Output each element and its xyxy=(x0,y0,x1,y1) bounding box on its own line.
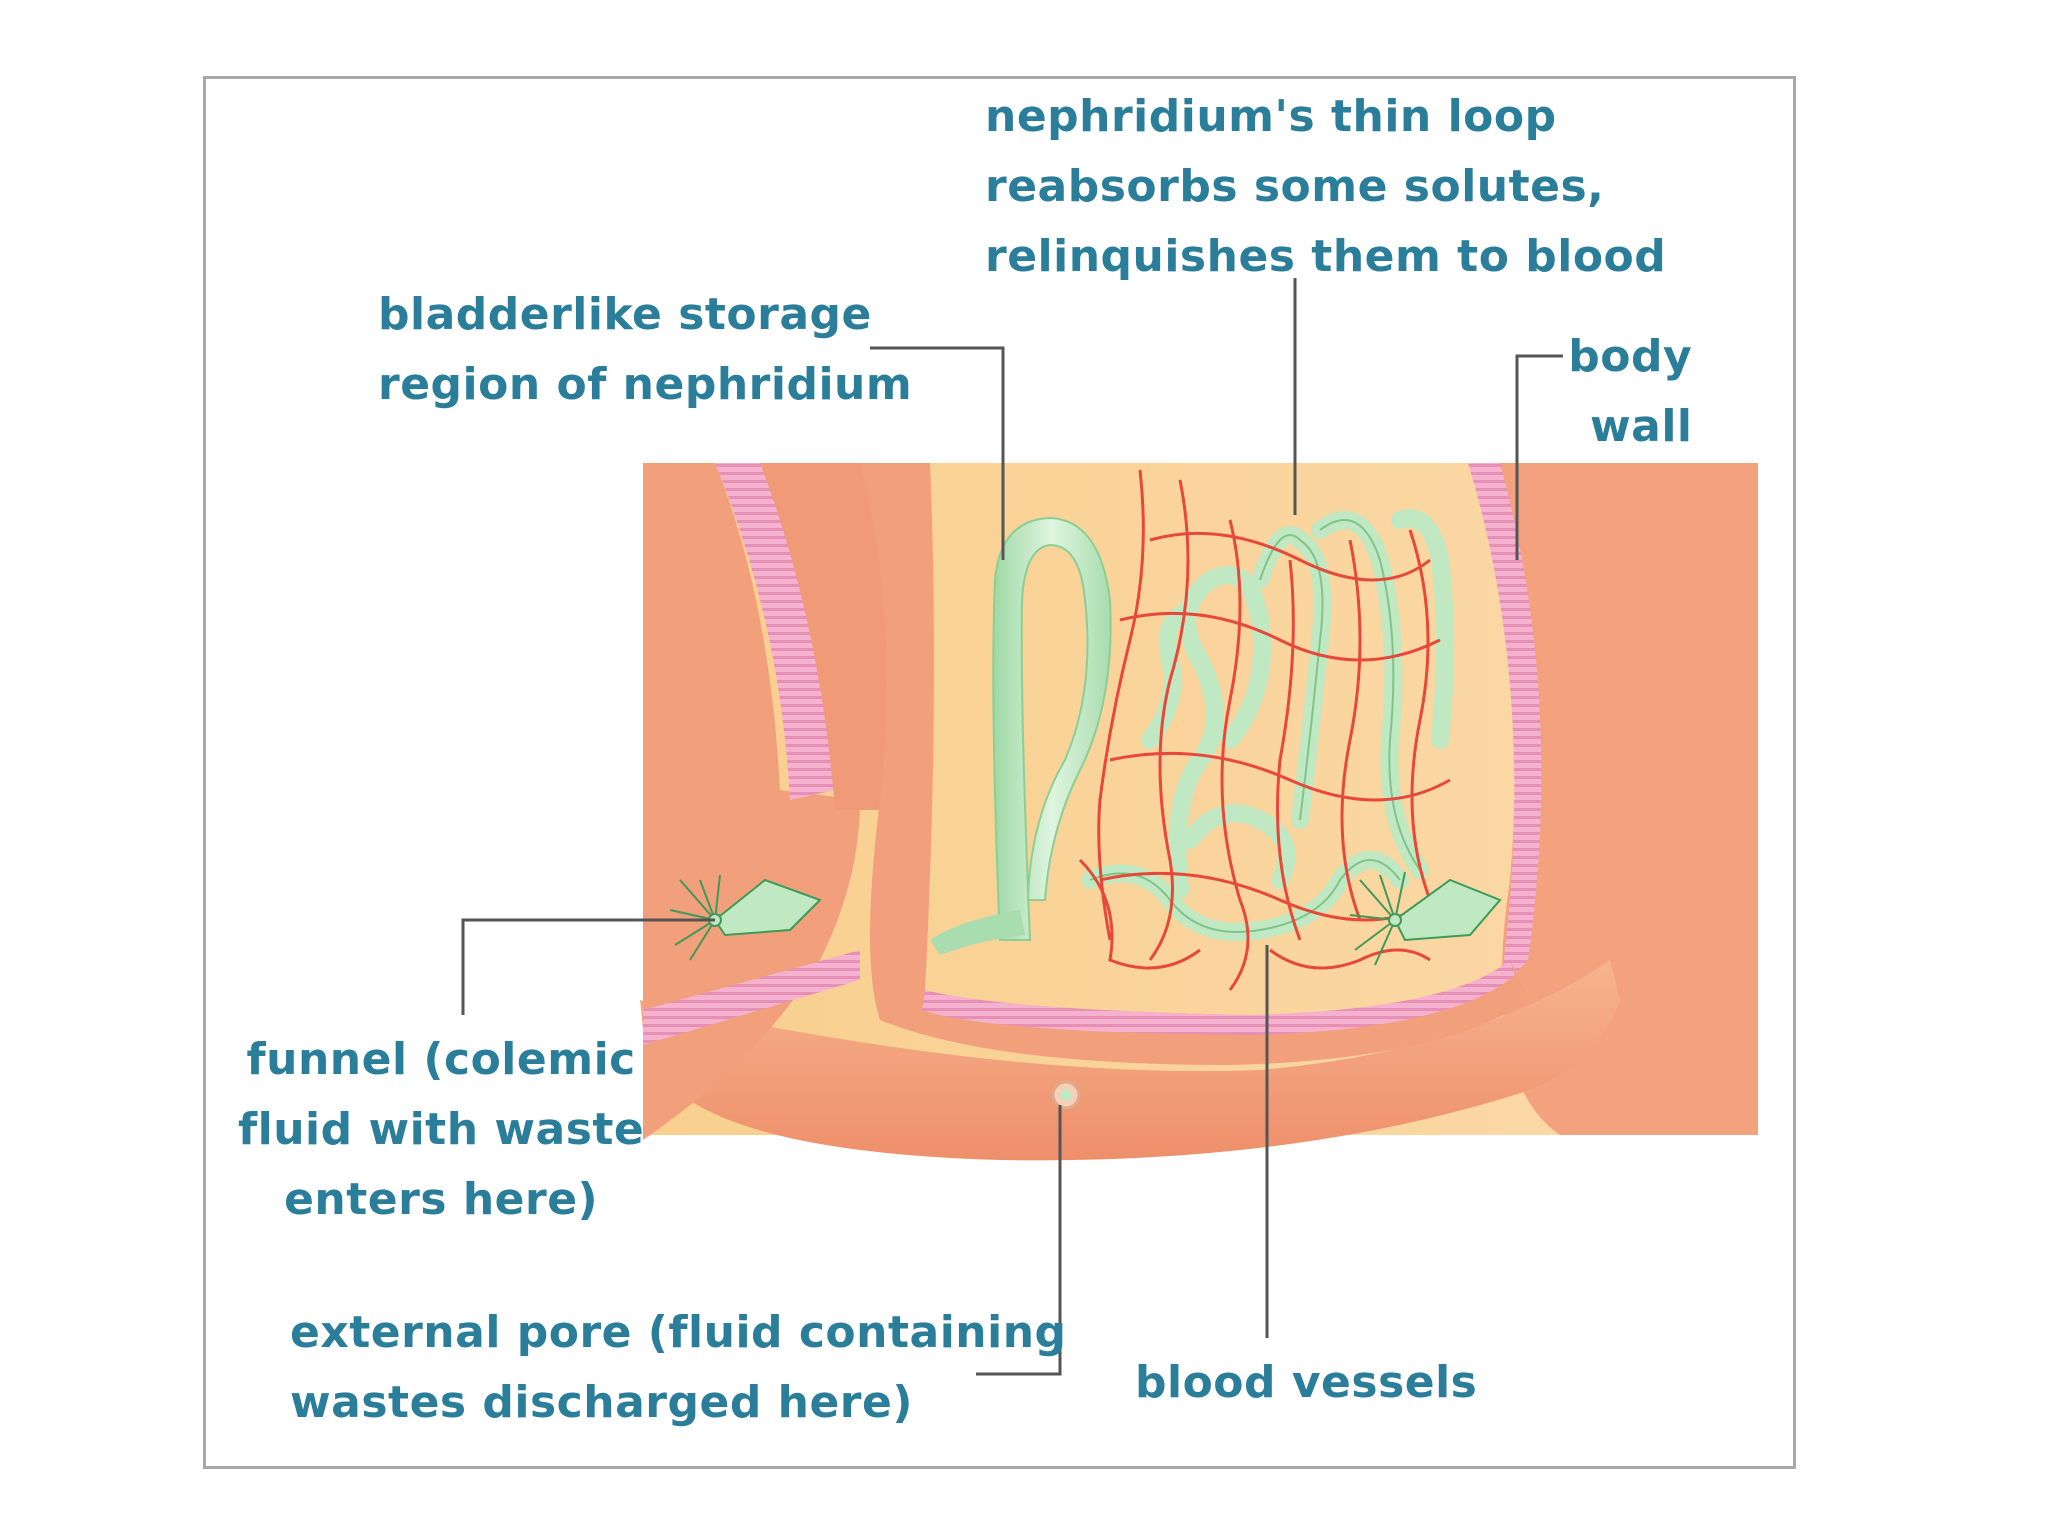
label-body-wall: body wall xyxy=(1568,322,1693,462)
label-external-pore: external pore (fluid containing wastes d… xyxy=(290,1298,1067,1438)
right-septum xyxy=(1468,463,1542,990)
label-thin-loop: nephridium's thin loop reabsorbs some so… xyxy=(985,82,1666,292)
label-external-pore-line-1: external pore (fluid containing xyxy=(290,1307,1067,1358)
left-septum-upper xyxy=(715,463,835,800)
label-thin-loop-line-3: relinquishes them to blood xyxy=(985,231,1667,282)
middle-septum-stripe xyxy=(922,960,1515,1035)
label-funnel-line-1: funnel (colemic xyxy=(246,1034,636,1085)
label-funnel: funnel (colemic fluid with waste enters … xyxy=(238,1025,644,1235)
label-bladder-line-1: bladderlike storage xyxy=(378,289,872,340)
right-body-segment xyxy=(1470,463,1758,1135)
bladder-duct xyxy=(930,910,1025,955)
leader-funnel xyxy=(461,918,715,1015)
blood-vessel-network xyxy=(1078,469,1451,991)
label-body-wall-line-1: body xyxy=(1568,331,1693,382)
label-blood-vessels-line-1: blood vessels xyxy=(1135,1357,1478,1408)
label-funnel-line-2: fluid with waste xyxy=(238,1104,645,1155)
left-septum-lower xyxy=(643,950,860,1045)
body-wall-lower xyxy=(640,960,1620,1161)
right-funnel xyxy=(1349,871,1502,966)
label-funnel-line-3: enters here) xyxy=(284,1174,599,1225)
left-septum-face xyxy=(760,463,888,810)
leader-external-pore xyxy=(976,1105,1062,1376)
label-thin-loop-line-2: reabsorbs some solutes, xyxy=(985,161,1605,212)
label-bladder: bladderlike storage region of nephridium xyxy=(378,280,912,420)
label-bladder-line-2: region of nephridium xyxy=(378,359,913,410)
label-blood-vessels: blood vessels xyxy=(1135,1348,1477,1418)
leader-bladder xyxy=(870,346,1005,560)
leader-body-wall xyxy=(1515,354,1563,560)
label-thin-loop-line-1: nephridium's thin loop xyxy=(985,91,1557,142)
label-body-wall-line-2: wall xyxy=(1590,401,1693,452)
leader-lines xyxy=(461,278,1563,1376)
label-external-pore-line-2: wastes discharged here) xyxy=(290,1377,913,1428)
left-funnel xyxy=(669,874,822,961)
